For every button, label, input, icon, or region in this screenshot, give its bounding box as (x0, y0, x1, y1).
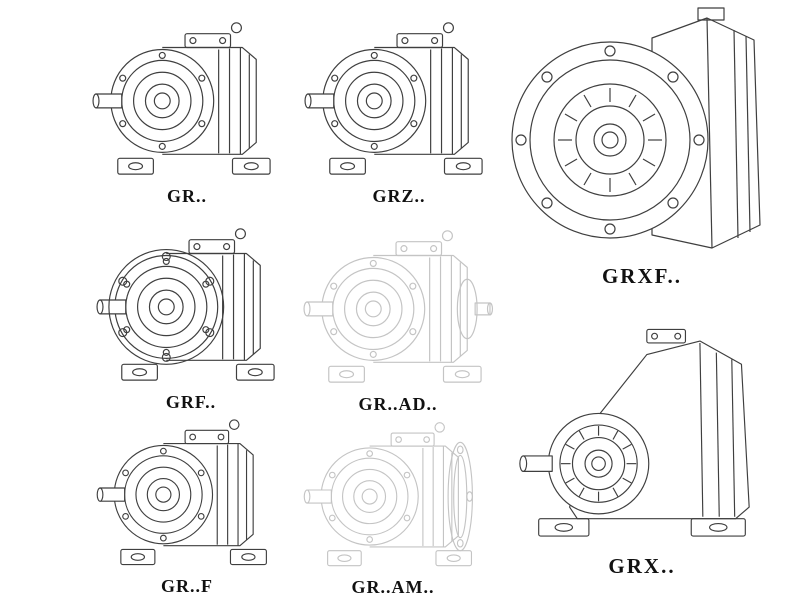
product-label-grx: GRX.. (608, 554, 676, 578)
product-grx: GRX.. (494, 300, 790, 579)
gearbox-drawing-gr (92, 22, 271, 175)
product-label-grxf: GRXF.. (601, 264, 683, 288)
gearbox-drawing-gram (294, 405, 492, 575)
gearbox-drawing-grad (298, 212, 498, 392)
gearbox-drawing-grx (519, 328, 750, 537)
product-grad: GR..AD.. (298, 212, 498, 415)
product-gram: GR..AM.. (294, 405, 492, 598)
product-label-grad: GR..AD.. (358, 394, 438, 414)
gearbox-drawing-grz (304, 22, 483, 175)
product-grz: GRZ.. (300, 4, 498, 207)
product-gr: GR.. (88, 4, 286, 207)
product-label-gram: GR..AM.. (351, 577, 435, 597)
product-label-grf: GRF.. (165, 392, 217, 412)
gearbox-drawing-grff (96, 419, 267, 566)
product-label-grff: GR..F (161, 576, 213, 596)
product-grff: GR..F (88, 402, 286, 597)
gearbox-drawing-grxf (511, 7, 761, 249)
gearbox-drawing-grf (92, 210, 290, 390)
product-label-gr: GR.. (167, 186, 207, 206)
product-grxf: GRXF.. (494, 0, 790, 289)
product-grf: GRF.. (92, 210, 290, 413)
product-label-grz: GRZ.. (372, 186, 426, 206)
